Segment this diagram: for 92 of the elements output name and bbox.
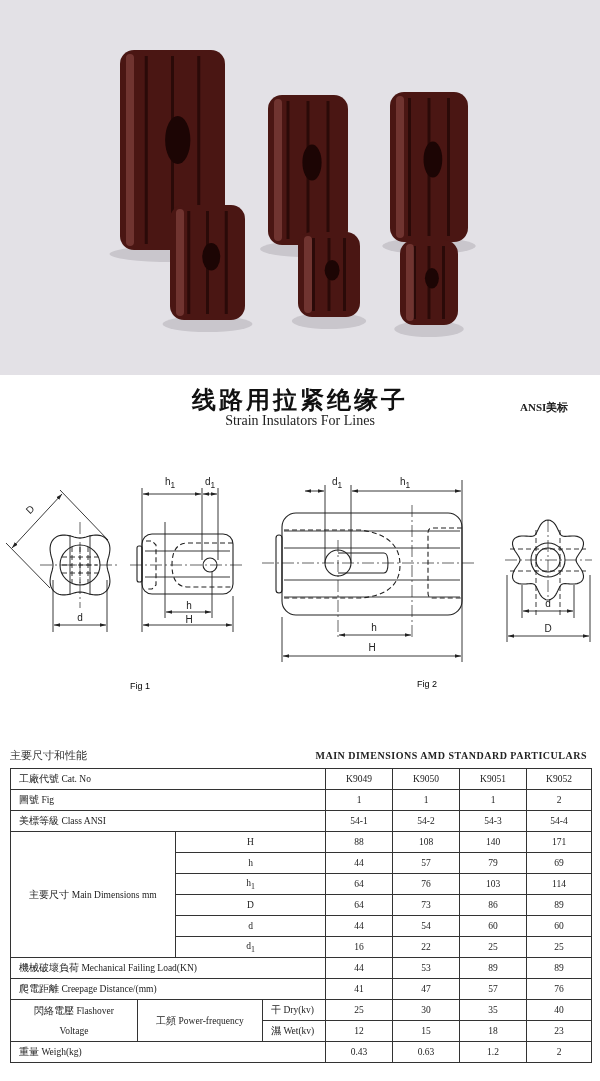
dimension-label: D <box>544 623 552 634</box>
dimension-label: D <box>23 503 37 516</box>
table-value: 64 <box>325 894 393 916</box>
table-value: 54 <box>392 915 460 937</box>
table-value: 15 <box>392 1020 460 1042</box>
table-value: 16 <box>325 936 393 958</box>
column-header: K9049 <box>325 768 393 790</box>
table-value: 44 <box>325 852 393 874</box>
table-value: 108 <box>392 831 460 853</box>
table-value: 12 <box>325 1020 393 1042</box>
table-value: 44 <box>325 957 393 979</box>
table-value: 25 <box>325 999 393 1021</box>
row-label: d <box>175 915 326 937</box>
table-value: 44 <box>325 915 393 937</box>
table-value: 53 <box>392 957 460 979</box>
table-value: 0.43 <box>325 1041 393 1063</box>
table-value: 140 <box>459 831 527 853</box>
table-value: 64 <box>325 873 393 895</box>
dimension-label: d$_{1}$ <box>331 476 343 490</box>
row-label: 機械破壞負荷 Mechanical Failing Load(KN) <box>10 957 326 979</box>
row-label: 干 Dry(kv) <box>262 999 326 1021</box>
table-value: 18 <box>459 1020 527 1042</box>
table-value: 89 <box>526 957 592 979</box>
column-header: K9052 <box>526 768 592 790</box>
dimension-label: H <box>368 642 376 653</box>
row-label: h$_{1}$ <box>175 873 326 895</box>
dimension-label: h <box>186 600 192 611</box>
table-value: 79 <box>459 852 527 874</box>
row-label: 濕 Wet(kv) <box>262 1020 326 1042</box>
table-value: 1 <box>459 789 527 811</box>
table-value: 54-1 <box>325 810 393 832</box>
row-label: 閃絡電壓 Flashover Voltage <box>10 999 138 1042</box>
dimension-label: H <box>185 614 193 625</box>
table-value: 25 <box>459 936 527 958</box>
table-value: 2 <box>526 789 592 811</box>
table-value: 40 <box>526 999 592 1021</box>
table-value: 47 <box>392 978 460 1000</box>
standard-label: ANSI美标 <box>520 400 569 415</box>
table-value: 89 <box>459 957 527 979</box>
table-value: 35 <box>459 999 527 1021</box>
row-label: H <box>175 831 326 853</box>
dimension-label: d <box>545 598 551 609</box>
title: 线路用拉紧绝缘子 <box>192 386 408 415</box>
table-value: 54-4 <box>526 810 592 832</box>
row-label: 工頻 Power-frequency <box>137 999 263 1042</box>
table-value: 60 <box>459 915 527 937</box>
table-value: 41 <box>325 978 393 1000</box>
row-label: 美標等級 Class ANSI <box>10 810 326 832</box>
table-value: 57 <box>459 978 527 1000</box>
table-value: 1.2 <box>459 1041 527 1063</box>
row-label: 主要尺寸 Main Dimensions mm <box>10 831 176 958</box>
row-label: 爬電距離 Creepage Distance/(mm) <box>10 978 326 1000</box>
row-label: d$_{1}$ <box>175 936 326 958</box>
table-value: 73 <box>392 894 460 916</box>
table-value: 86 <box>459 894 527 916</box>
table-value: 76 <box>392 873 460 895</box>
row-label: 圖號 Fig <box>10 789 326 811</box>
row-label: D <box>175 894 326 916</box>
table-value: 57 <box>392 852 460 874</box>
table-value: 54-3 <box>459 810 527 832</box>
dimension-label: h$_{1}$ <box>399 476 411 490</box>
table-value: 76 <box>526 978 592 1000</box>
table-value: 54-2 <box>392 810 460 832</box>
table-value: 114 <box>526 873 592 895</box>
table-value: 88 <box>325 831 393 853</box>
table-value: 103 <box>459 873 527 895</box>
table-value: 0.63 <box>392 1041 460 1063</box>
table-value: 1 <box>325 789 393 811</box>
dimension-label: d$_{1}$ <box>204 476 216 490</box>
table-value: 1 <box>392 789 460 811</box>
dimension-label: d <box>77 612 83 623</box>
table-value: 60 <box>526 915 592 937</box>
figure-caption: Fig 1 <box>130 681 150 691</box>
section-heading: 主要尺寸和性能 <box>10 748 87 763</box>
table-value: 2 <box>526 1041 592 1063</box>
table-value: 89 <box>526 894 592 916</box>
table-value: 25 <box>526 936 592 958</box>
dimension-label: h$_{1}$ <box>164 476 176 490</box>
table-value: 69 <box>526 852 592 874</box>
row-label: 重量 Weigh(kg) <box>10 1041 326 1063</box>
table-value: 30 <box>392 999 460 1021</box>
table-value: 23 <box>526 1020 592 1042</box>
table-value: 171 <box>526 831 592 853</box>
column-header: K9051 <box>459 768 527 790</box>
table-value: 22 <box>392 936 460 958</box>
dimension-label: h <box>371 622 377 633</box>
section-heading: MAIN DIMENSIONS AMD STANDARD PARTICULARS <box>315 750 587 761</box>
figure-caption: Fig 2 <box>417 679 437 689</box>
row-label: 工廠代號 Cat. No <box>10 768 326 790</box>
subtitle: Strain Insulators For Lines <box>225 413 375 429</box>
row-label: h <box>175 852 326 874</box>
column-header: K9050 <box>392 768 460 790</box>
